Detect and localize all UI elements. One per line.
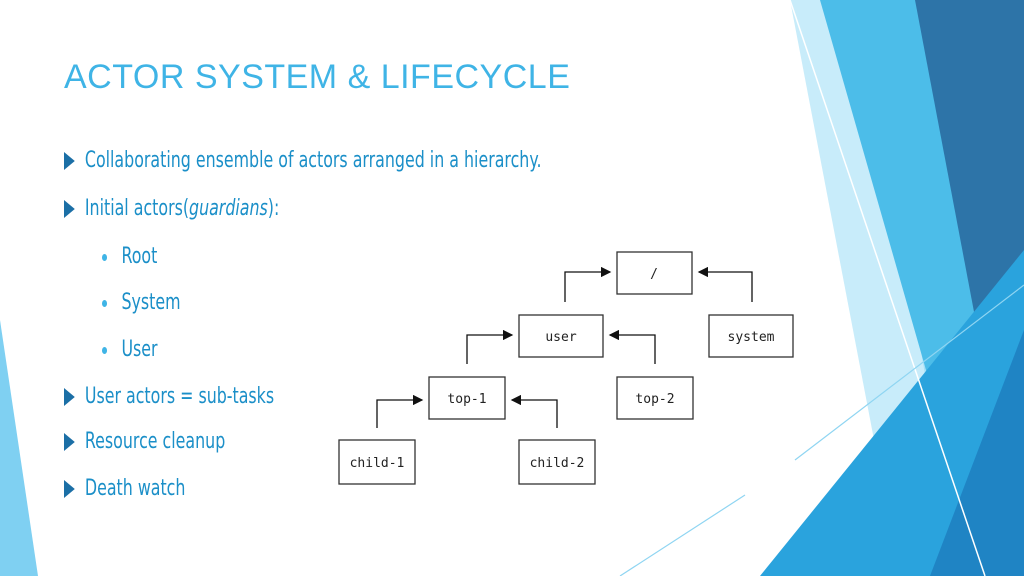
system-box xyxy=(708,314,794,358)
arrow-child1-to-top1 xyxy=(376,394,424,428)
triangle-bullet-icon xyxy=(64,480,75,498)
right-corner-shape xyxy=(930,330,1024,576)
deco-line-2 xyxy=(794,284,1024,461)
actor-hierarchy-diagram: / user system top-1 top-2 child-1 child-… xyxy=(338,251,794,485)
top2-box xyxy=(616,376,694,420)
child2-node-label: child-2 xyxy=(530,456,585,471)
child2-box xyxy=(518,439,596,485)
sub-bullet-item: System xyxy=(102,290,181,315)
system-node-label: system xyxy=(728,330,775,345)
dot-bullet-icon xyxy=(102,253,108,261)
triangle-bullet-icon xyxy=(64,388,75,406)
arrow-child2-to-top1 xyxy=(510,394,558,428)
bullet-item: Collaborating ensemble of actors arrange… xyxy=(64,148,541,173)
dot-bullet-icon xyxy=(102,346,108,354)
root-box xyxy=(616,251,693,295)
slide-title: ACTOR SYSTEM & LIFECYCLE xyxy=(64,58,571,96)
top2-node-label: top-2 xyxy=(635,392,674,407)
user-box xyxy=(518,314,604,358)
user-node-label: user xyxy=(545,330,576,345)
bullet-item: User actors = sub-tasks xyxy=(64,384,274,409)
arrow-top2-to-user xyxy=(608,329,656,364)
arrow-user-to-root xyxy=(564,266,612,302)
bullet-item: Death watch xyxy=(64,476,185,501)
child1-box xyxy=(338,439,416,485)
triangle-bullet-icon xyxy=(64,152,75,170)
left-accent-shape xyxy=(0,320,38,576)
triangle-bullet-icon xyxy=(64,200,75,218)
top1-box xyxy=(428,376,506,420)
bullet-item: Resource cleanup xyxy=(64,429,225,454)
dot-bullet-icon xyxy=(102,299,108,307)
root-node-label: / xyxy=(650,267,658,282)
arrow-system-to-root xyxy=(697,266,753,302)
sub-bullet-item: Root xyxy=(102,244,157,269)
deco-line-1 xyxy=(789,0,986,576)
child1-node-label: child-1 xyxy=(350,456,405,471)
italic-term: guardians xyxy=(189,196,268,221)
sub-bullet-item: User xyxy=(102,337,158,362)
deco-line-3 xyxy=(619,494,746,576)
arrow-top1-to-user xyxy=(466,329,514,364)
bullet-item: Initial actors(guardians): xyxy=(64,196,279,221)
triangle-bullet-icon xyxy=(64,433,75,451)
top1-node-label: top-1 xyxy=(447,392,486,407)
